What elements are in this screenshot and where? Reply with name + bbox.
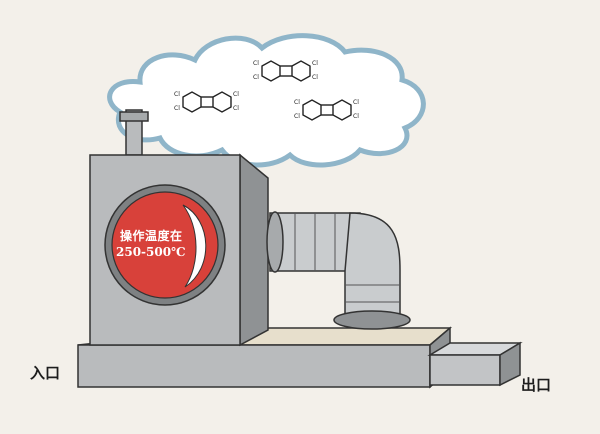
- outlet-label: 出口: [521, 376, 552, 394]
- dioxin-molecule-3: [302, 99, 352, 121]
- chlorine-label: Cl: [174, 105, 180, 112]
- chlorine-label: Cl: [294, 99, 300, 106]
- chlorine-label: Cl: [312, 60, 318, 67]
- smoke-cloud: [107, 33, 426, 168]
- dioxin-molecule-2: [261, 60, 311, 82]
- chlorine-labels: Cl Cl Cl Cl Cl Cl Cl Cl Cl Cl Cl Cl: [174, 60, 359, 120]
- chlorine-label: Cl: [353, 99, 359, 106]
- outlet-chute: [427, 341, 523, 387]
- chlorine-label: Cl: [312, 74, 318, 81]
- chlorine-label: Cl: [353, 113, 359, 120]
- chlorine-label: Cl: [253, 60, 259, 67]
- inlet-label: 入口: [30, 364, 61, 382]
- chlorine-label: Cl: [253, 74, 259, 81]
- temperature-label-line2: 250-500℃: [116, 245, 186, 259]
- chlorine-label: Cl: [233, 91, 239, 98]
- chimney: [119, 109, 149, 156]
- dioxin-molecule-1: [182, 91, 232, 113]
- chlorine-label: Cl: [294, 113, 300, 120]
- temperature-label-line1: 操作温度在: [120, 229, 183, 243]
- furnace-window: [104, 184, 226, 306]
- exhaust-duct: [266, 211, 411, 330]
- chlorine-label: Cl: [233, 105, 239, 112]
- chlorine-label: Cl: [174, 91, 180, 98]
